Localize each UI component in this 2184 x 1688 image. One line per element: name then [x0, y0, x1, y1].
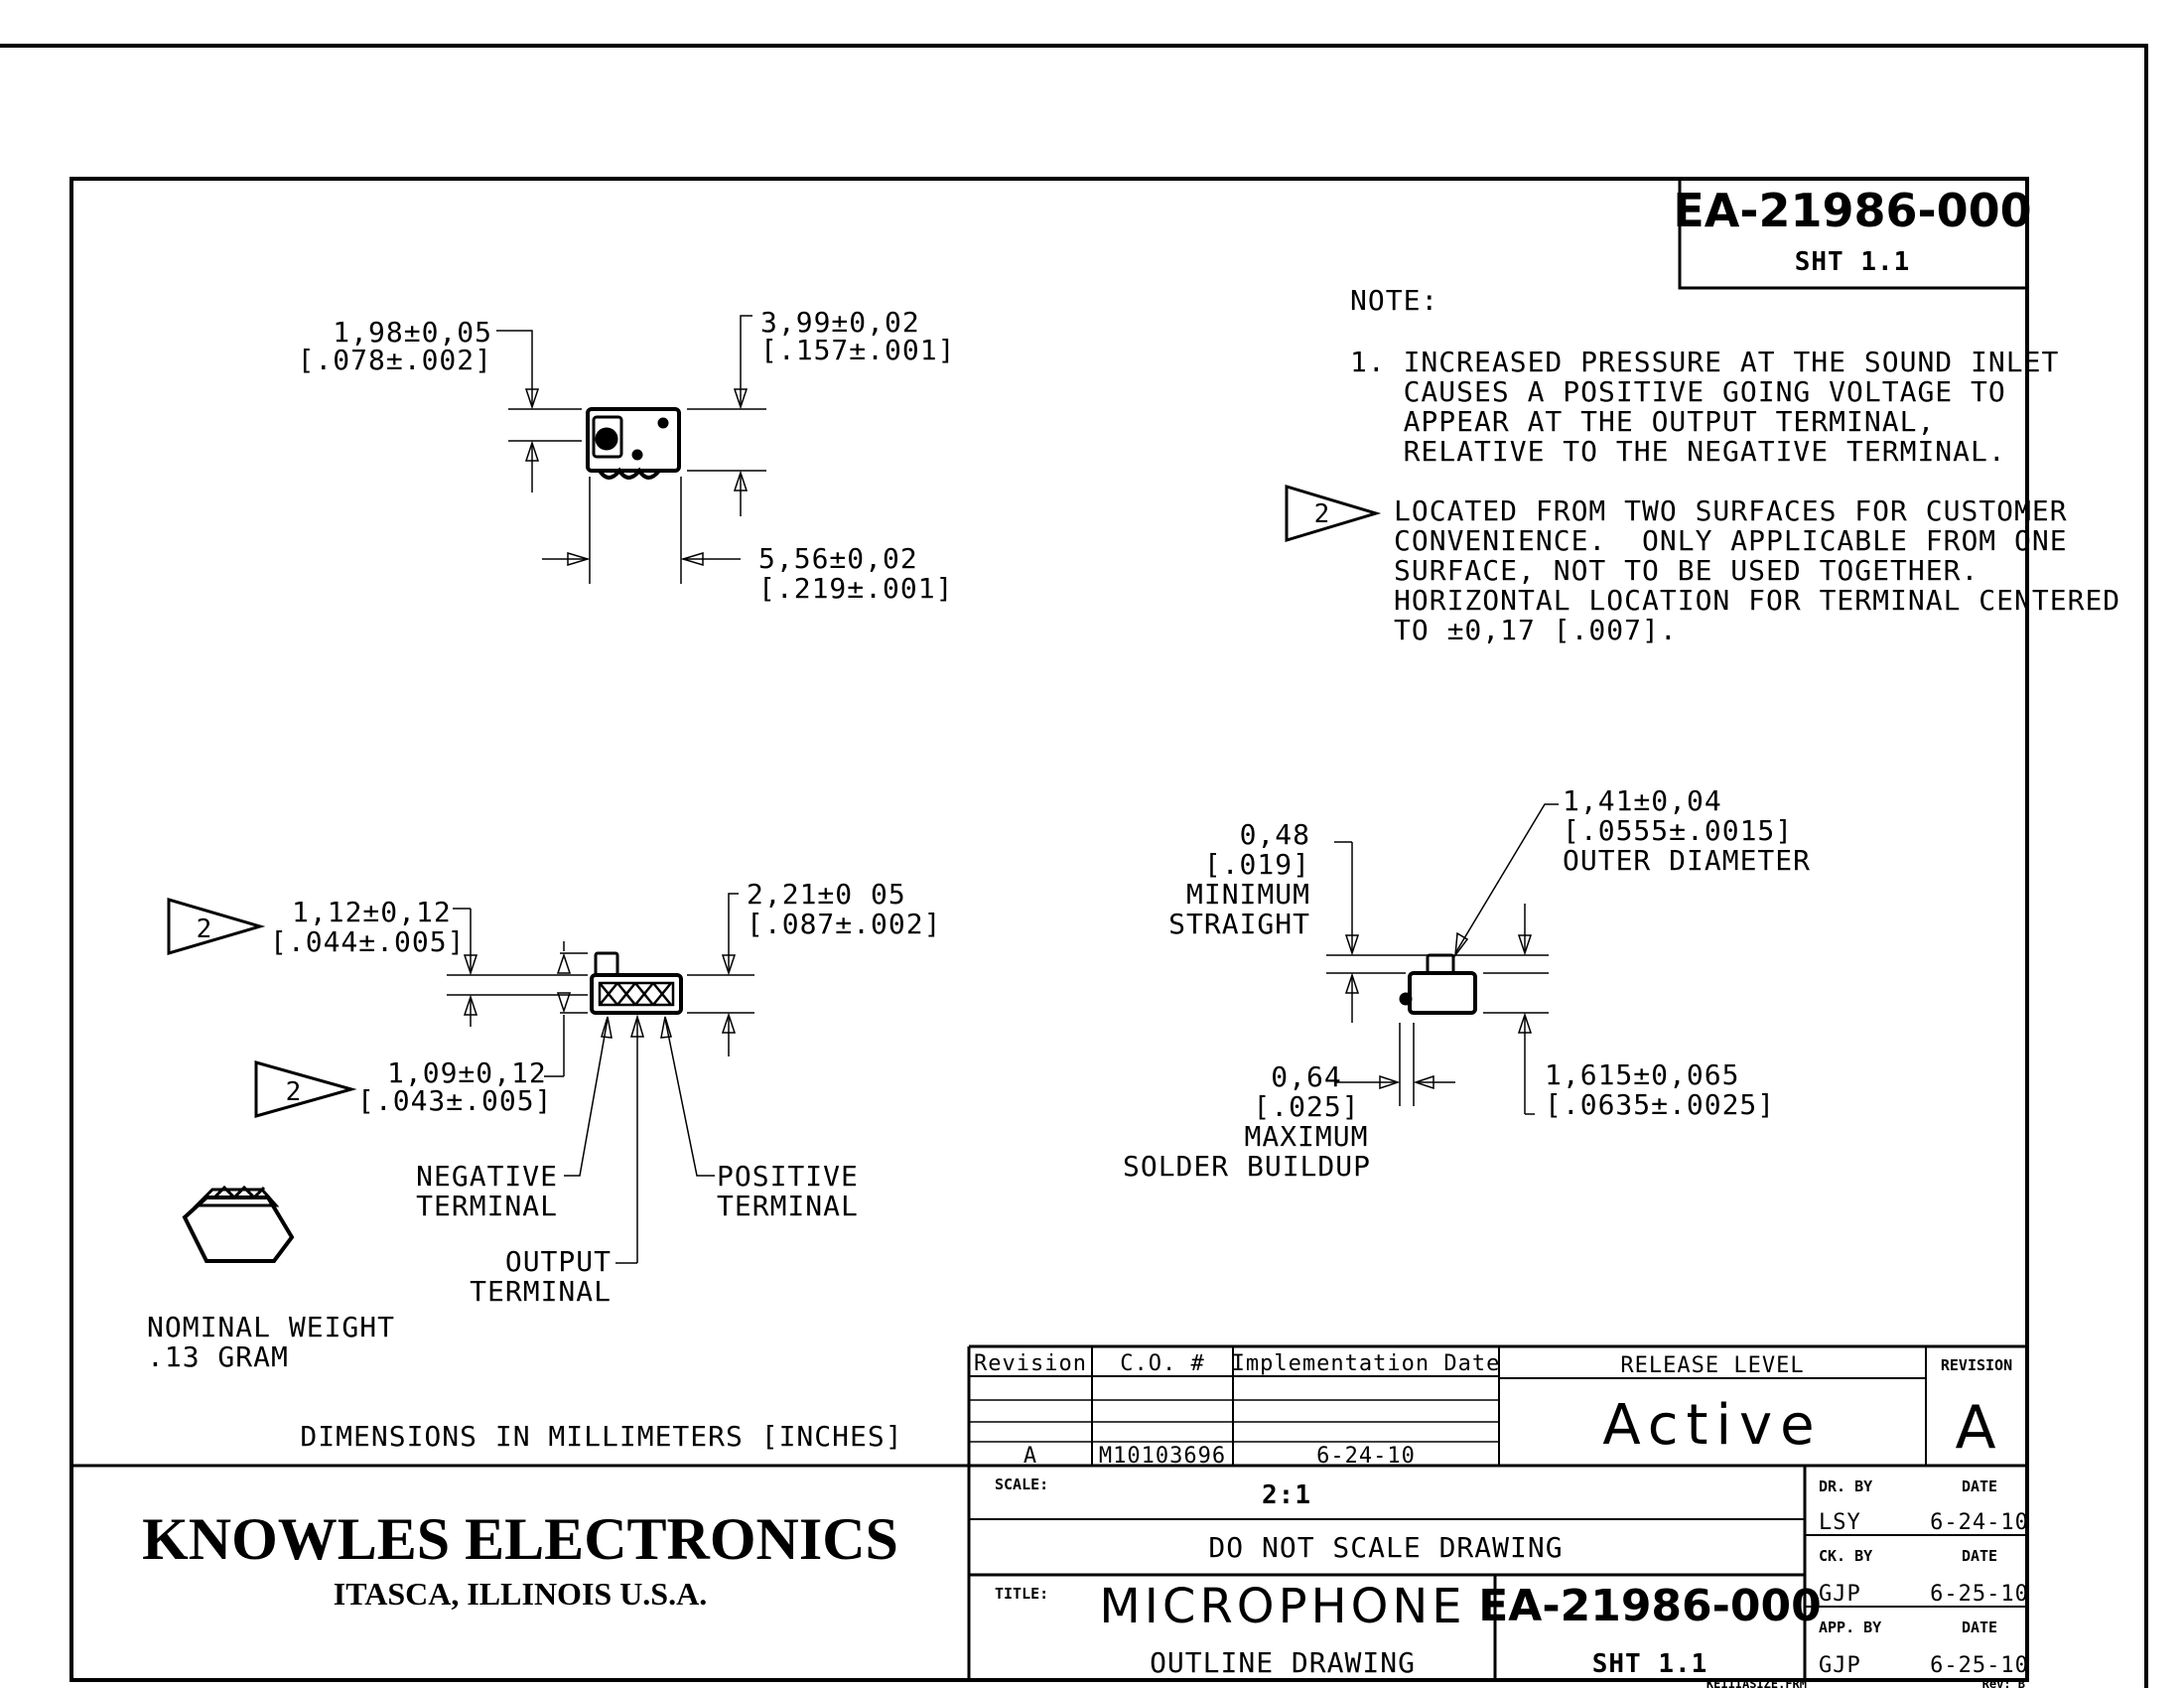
svg-text:RELATIVE TO THE NEGATIVE TERMI: RELATIVE TO THE NEGATIVE TERMINAL. — [1350, 435, 2006, 468]
revision-label: REVISION — [1941, 1356, 2012, 1374]
nominal-weight-label: NOMINAL WEIGHT — [147, 1311, 395, 1343]
drawing-frame — [69, 177, 2029, 1682]
app-by-label: APP. BY — [1819, 1618, 1881, 1636]
scale-label: SCALE: — [995, 1476, 1048, 1493]
top-width-mm: 5,56±0,02 — [758, 542, 918, 575]
detail-height-in: [.0635±.0025] — [1545, 1088, 1775, 1121]
svg-text:TO ±0,17 [.007].: TO ±0,17 [.007]. — [1394, 614, 1678, 646]
svg-text:LOCATED FROM TWO SURFACES FOR: LOCATED FROM TWO SURFACES FOR CUSTOMER — [1394, 494, 2068, 527]
svg-text:APPEAR AT THE OUTPUT TERMINAL,: APPEAR AT THE OUTPUT TERMINAL, — [1350, 405, 1935, 438]
svg-text:0,64: 0,64 — [1271, 1060, 1341, 1093]
svg-text:[.025]: [.025] — [1253, 1090, 1359, 1123]
svg-text:HORIZONTAL LOCATION FOR TERMIN: HORIZONTAL LOCATION FOR TERMINAL CENTERE… — [1394, 584, 2120, 617]
svg-text:CAUSES A POSITIVE GOING VOLTAG: CAUSES A POSITIVE GOING VOLTAGE TO — [1350, 375, 2006, 408]
top-height-mm: 1,98±0,05 — [333, 316, 492, 349]
ck-date-value: 6-25-10 — [1930, 1582, 2029, 1607]
top-width-in: [.219±.001] — [758, 572, 953, 605]
side-dim-a-mm: 1,12±0,12 — [292, 896, 452, 928]
side-flag-b-number: 2 — [286, 1077, 303, 1107]
side-dim-b-mm: 1,09±0,12 — [387, 1056, 547, 1089]
ck-by-value: GJP — [1819, 1582, 1861, 1607]
rev-header-co: C.O. # — [1120, 1351, 1204, 1376]
svg-text:[.0555±.0015]: [.0555±.0015] — [1563, 814, 1793, 847]
solder-buildup-label: 0,64 [.025] MAXIMUM SOLDER BUILDUP — [1123, 1060, 1371, 1183]
title-sheet-number: SHT 1.1 — [1592, 1649, 1708, 1679]
dr-by-value: LSY — [1819, 1510, 1861, 1535]
side-flag-b-icon — [254, 1060, 357, 1118]
form-footer: KE11IASIZE.FRM — [1706, 1677, 1807, 1688]
svg-text:MAXIMUM: MAXIMUM — [1244, 1120, 1368, 1153]
side-view-drawing — [447, 893, 754, 1264]
side-dim-c-in: [.087±.002] — [747, 908, 941, 940]
drawing-subtitle: OUTLINE DRAWING — [1150, 1646, 1416, 1679]
svg-text:0,48: 0,48 — [1240, 818, 1310, 851]
svg-text:OUTER DIAMETER: OUTER DIAMETER — [1563, 844, 1811, 877]
top-total-mm: 3,99±0,02 — [760, 306, 920, 339]
side-flag-a-icon — [167, 897, 266, 956]
sheet-outer-border — [0, 44, 2148, 1688]
detail-view-drawing — [1326, 803, 1559, 1115]
top-view-drawing — [496, 315, 766, 584]
output-terminal-label-2: TERMINAL — [470, 1275, 612, 1308]
dr-by-label: DR. BY — [1819, 1477, 1872, 1495]
dr-date-value: 6-24-10 — [1930, 1510, 2029, 1535]
rev-header-date: Implementation Date — [1232, 1351, 1501, 1376]
note2-flag-icon — [1285, 484, 1382, 543]
ck-date-label: DATE — [1962, 1547, 1997, 1565]
app-date-label: DATE — [1962, 1618, 1997, 1636]
positive-terminal-label-2: TERMINAL — [717, 1190, 859, 1222]
notes-header: NOTE: — [1350, 284, 1438, 317]
negative-terminal-label-2: TERMINAL — [416, 1190, 558, 1222]
svg-text:SURFACE, NOT TO BE USED TOGETH: SURFACE, NOT TO BE USED TOGETHER. — [1394, 554, 1979, 587]
svg-text:STRAIGHT: STRAIGHT — [1168, 908, 1310, 940]
drawing-title: MICROPHONE — [1099, 1579, 1465, 1634]
scale-value: 2:1 — [1262, 1480, 1311, 1510]
detail-height-mm: 1,615±0,065 — [1545, 1058, 1739, 1091]
svg-text:1. INCREASED PRESSURE AT THE S: 1. INCREASED PRESSURE AT THE SOUND INLET — [1350, 346, 2059, 378]
negative-terminal-label: NEGATIVE — [416, 1160, 558, 1193]
nominal-weight-value: .13 GRAM — [147, 1340, 289, 1373]
side-flag-a-number: 2 — [197, 914, 213, 944]
rev-row-date: 6-24-10 — [1316, 1444, 1416, 1469]
app-date-value: 6-25-10 — [1930, 1653, 2029, 1678]
straight-dim-label: 0,48 [.019] MINIMUM STRAIGHT — [1168, 818, 1310, 940]
svg-text:CONVENIENCE. ONLY APPLICABLE: CONVENIENCE. ONLY APPLICABLE FROM ONE — [1394, 524, 2068, 557]
note-1: 1. INCREASED PRESSURE AT THE SOUND INLET… — [1350, 346, 2059, 468]
top-height-in: [.078±.002] — [298, 344, 492, 376]
top-total-in: [.157±.001] — [760, 334, 955, 366]
note-2: LOCATED FROM TWO SURFACES FOR CUSTOMER C… — [1394, 494, 2120, 646]
svg-text:MINIMUM: MINIMUM — [1186, 878, 1310, 911]
side-dim-b-in: [.043±.005] — [357, 1084, 552, 1117]
drawing-number-box — [1678, 179, 2027, 290]
ck-by-label: CK. BY — [1819, 1547, 1872, 1565]
svg-text:[.019]: [.019] — [1204, 848, 1310, 881]
revision-value: A — [1955, 1393, 1997, 1463]
title-drawing-number: EA-21986-000 — [1478, 1581, 1822, 1631]
do-not-scale-note: DO NOT SCALE DRAWING — [1208, 1531, 1563, 1564]
rev-row-revision: A — [1024, 1444, 1037, 1469]
units-note: DIMENSIONS IN MILLIMETERS [INCHES] — [300, 1420, 902, 1453]
drawing-number: EA-21986-000 — [1673, 184, 2031, 237]
svg-text:1,41±0,04: 1,41±0,04 — [1563, 784, 1722, 817]
sheet-number: SHT 1.1 — [1795, 247, 1911, 277]
positive-terminal-label: POSITIVE — [717, 1160, 859, 1193]
form-rev-footer: Rev: B — [1982, 1677, 2025, 1688]
outer-diameter-label: 1,41±0,04 [.0555±.0015] OUTER DIAMETER — [1563, 784, 1811, 877]
side-dim-c-mm: 2,21±0 05 — [747, 878, 906, 911]
rev-row-co: M10103696 — [1099, 1444, 1226, 1469]
dr-date-label: DATE — [1962, 1477, 1997, 1495]
note2-flag-number: 2 — [1314, 499, 1331, 529]
svg-text:SOLDER BUILDUP: SOLDER BUILDUP — [1123, 1150, 1371, 1183]
rev-header-revision: Revision — [974, 1351, 1087, 1376]
release-level-value: Active — [1602, 1393, 1822, 1458]
app-by-value: GJP — [1819, 1653, 1861, 1678]
title-label: TITLE: — [995, 1585, 1048, 1603]
output-terminal-label: OUTPUT — [505, 1245, 612, 1278]
release-level-label: RELEASE LEVEL — [1620, 1353, 1804, 1378]
side-dim-a-in: [.044±.005] — [270, 925, 465, 958]
company-location: ITASCA, ILLINOIS U.S.A. — [334, 1576, 707, 1612]
microphone-3d-icon — [182, 1185, 295, 1263]
company-name: KNOWLES ELECTRONICS — [142, 1506, 898, 1572]
